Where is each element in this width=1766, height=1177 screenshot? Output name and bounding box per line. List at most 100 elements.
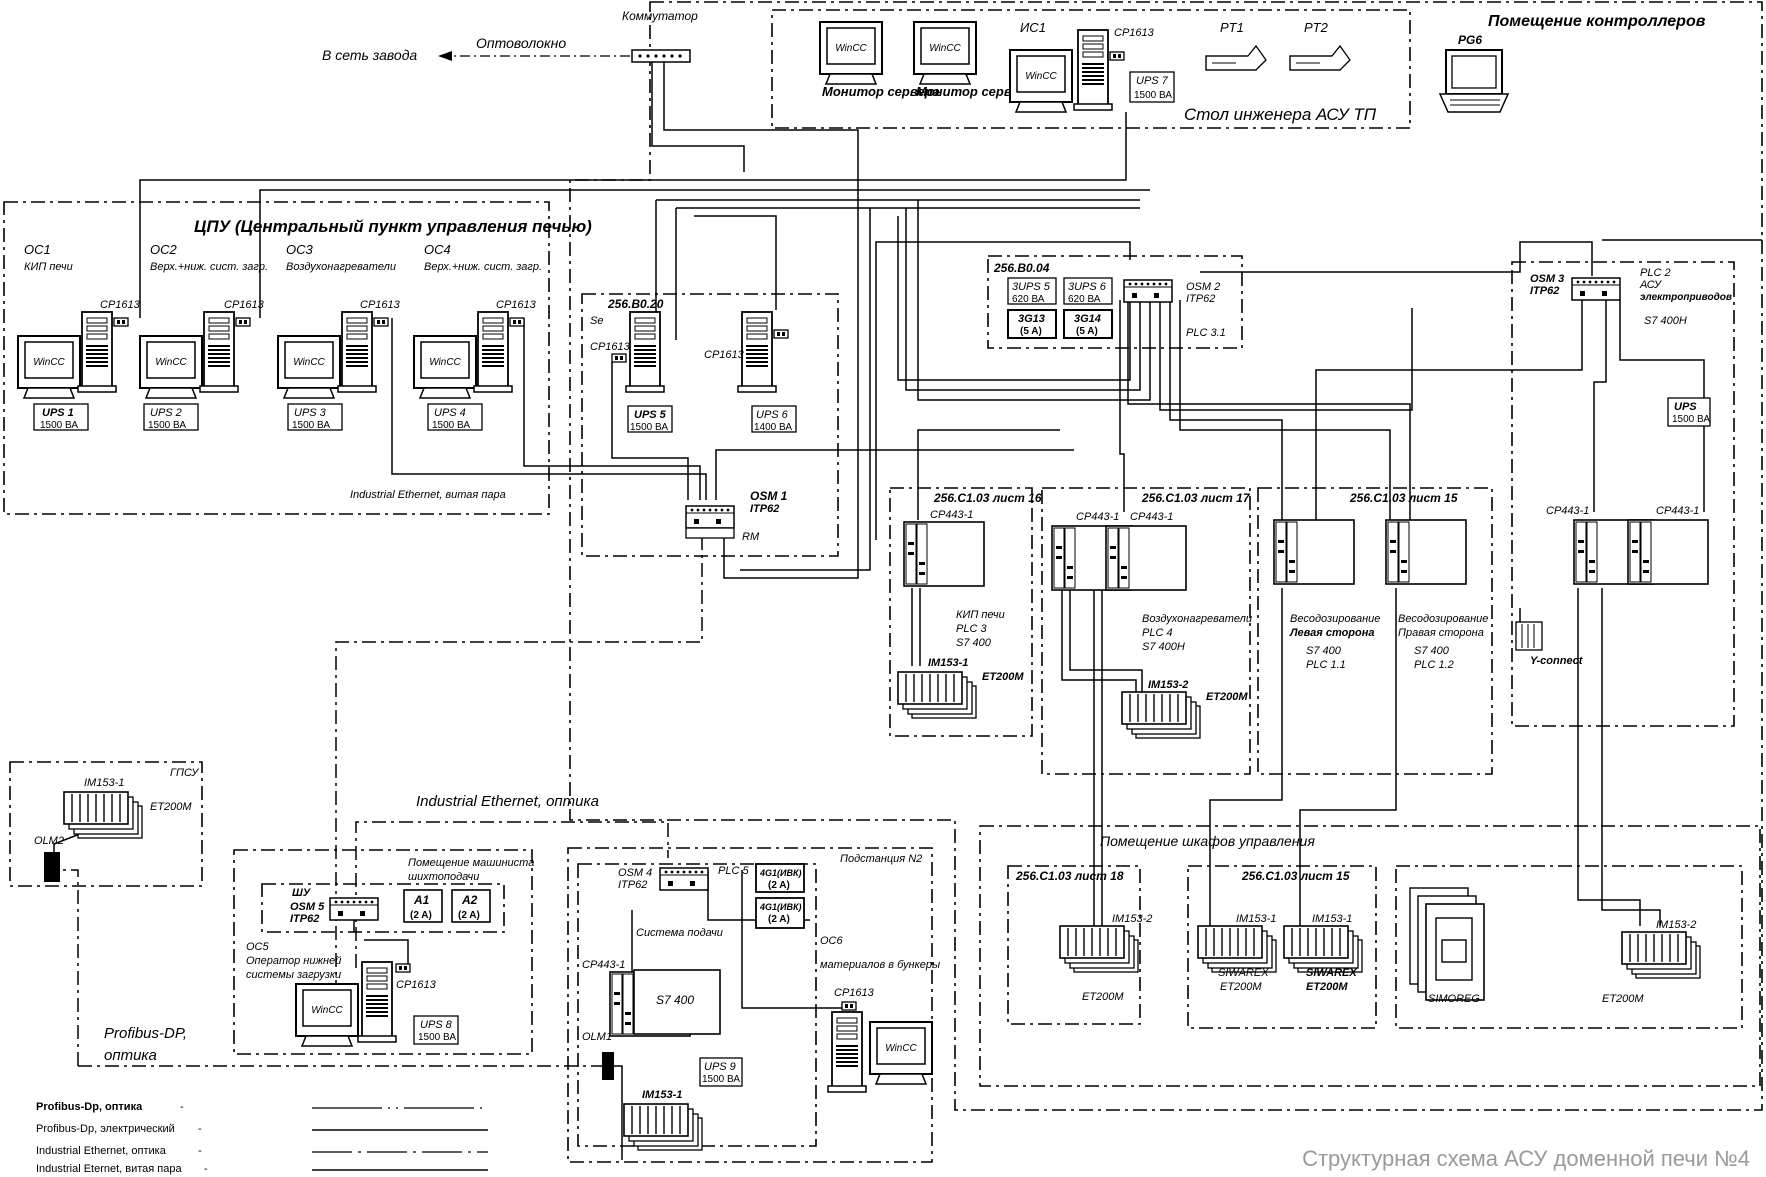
plc31-cabinet-boundary (987, 255, 1243, 349)
plc31-ups5-va: 620 ВА (1012, 294, 1045, 305)
simoreg-drive (1409, 887, 1485, 1001)
k1-a: (2 A) (768, 880, 790, 891)
ups6-va: 1400 ВА (754, 422, 792, 433)
simoreg-et: ET200M (1602, 993, 1644, 1005)
cpu-room-boundary (3, 201, 550, 515)
os3-cp: CP1613 (360, 299, 401, 311)
cab16-im: IM153-1 (928, 657, 968, 669)
cab15b-title: 256.С1.03 лист 15 (1241, 869, 1350, 883)
cab15b-et2: ET200M (1306, 981, 1348, 993)
cab15b-et200m-2 (1283, 925, 1363, 973)
svg-text:-: - (198, 1123, 202, 1135)
plc2-sub: электроприводов (1640, 292, 1732, 303)
plc2-cp-left: CP443-1 (1546, 505, 1589, 517)
substation-s7: S7 400 (656, 993, 694, 1007)
os5-label: ОС5 (246, 941, 270, 953)
svg-text:-: - (204, 1163, 208, 1175)
os6-label: ОС6 (820, 935, 844, 947)
ups3-va: 1500 ВА (292, 420, 330, 431)
osm5-label: OSM 5 (290, 901, 325, 913)
olm2-label: OLM2 (34, 835, 64, 847)
cab15-left1: Весодозирование (1290, 613, 1380, 625)
osm5-switch (329, 897, 379, 921)
ups9-label: UPS 9 (704, 1061, 736, 1073)
cab16-l1: КИП печи (956, 609, 1005, 621)
os4-sub: Верх.+ниж. сист. загр. (424, 261, 542, 273)
os6-monitor (869, 1021, 933, 1085)
olm1-label: OLM1 (582, 1031, 612, 1043)
plc31-label: PLC 3.1 (1186, 327, 1226, 339)
server-tower-1 (625, 311, 665, 393)
ups2-label: UPS 2 (150, 407, 182, 419)
osm4-type: ITP62 (618, 879, 647, 891)
cab17-l3: S7 400H (1142, 641, 1185, 653)
os5-cp: CP1613 (396, 979, 437, 991)
simoreg-et200m (1621, 931, 1701, 979)
cab16-l3: S7 400 (956, 637, 992, 649)
plc2-ups-va: 1500 ВА (1672, 414, 1710, 425)
is1-monitor (1009, 49, 1073, 113)
cab15b-boundary (1187, 865, 1377, 1029)
substation-title: Подстанция N2 (840, 853, 922, 865)
plant-net-label: В сеть завода (322, 47, 417, 63)
server-cp-right: CP1613 (704, 349, 745, 361)
simoreg-cabinet-boundary (1395, 865, 1743, 1029)
pt1-label: PT1 (1220, 20, 1244, 35)
server-card-2 (773, 329, 789, 339)
cab17-title: 256.С1.03 лист 17 (1141, 491, 1251, 505)
substation-et200m (623, 1103, 703, 1151)
cab15b-im1: IM153-1 (1236, 913, 1276, 925)
ups5-label: UPS 5 (634, 409, 667, 421)
plc31-title: 256.В0.04 (993, 261, 1050, 275)
cab16-et: ET200M (982, 671, 1024, 683)
os5-monitor (295, 983, 359, 1047)
olm2-module (44, 852, 60, 882)
cab16-et200m (897, 671, 977, 719)
cab15b-sw2: SIWAREX (1306, 967, 1357, 979)
ups4-label: UPS 4 (434, 407, 466, 419)
cab15-right2: Правая сторона (1398, 627, 1484, 639)
plc2-label: PLC 2 (1640, 267, 1671, 279)
plant-switch (631, 49, 691, 63)
svg-text:-: - (180, 1101, 184, 1113)
gpsu-et: ET200M (150, 801, 192, 813)
ups1-label: UPS 1 (42, 407, 74, 419)
plc31-ups5: 3UPS 5 (1012, 281, 1051, 293)
os3-label: ОС3 (286, 242, 314, 257)
printer-pt2 (1289, 45, 1351, 71)
switch-label: Коммутатор (622, 9, 698, 23)
is1-label: ИС1 (1020, 20, 1046, 35)
feed-label: Система подачи (636, 927, 723, 939)
plc2-acy: АСУ (1639, 279, 1662, 291)
osm1-rm: RM (742, 531, 760, 543)
ie-fiber-label: Industrial Ethernet, оптика (416, 793, 599, 810)
ups8-va: 1500 ВА (418, 1032, 456, 1043)
cab18-title: 256.С1.03 лист 18 (1015, 869, 1124, 883)
profibus-fiber-label-1: Profibus-DP, (104, 1025, 187, 1042)
os-stations: ОС1 КИП печи CP1613 UPS 1 1500 ВА ОС2 Ве… (17, 242, 542, 431)
server-cp-left: CP1613 (590, 341, 631, 353)
ups5-va: 1500 ВА (630, 422, 668, 433)
ups9-va: 1500 ВА (702, 1074, 740, 1085)
cab17-cp1: CP443-1 (1076, 511, 1119, 523)
os6-l: материалов в бункеры (820, 959, 940, 971)
cab15b-et200m-1 (1197, 925, 1277, 973)
cab15-right1: Весодозирование (1398, 613, 1488, 625)
pg-laptop (1438, 49, 1510, 113)
ups7-label: UPS 7 (1136, 75, 1169, 87)
optical-cables (58, 536, 703, 1067)
osm2-switch (1123, 279, 1173, 303)
engineer-desk-boundary (771, 9, 1411, 129)
osm1-switch (685, 505, 735, 529)
cab15-boundary (1257, 487, 1493, 775)
profibus-fiber-label-2: оптика (104, 1047, 157, 1064)
simoreg-im: IM153-2 (1656, 919, 1696, 931)
plc31-b3: 3G13 (1018, 313, 1045, 325)
cab16-cp: CP443-1 (930, 509, 973, 521)
gpsu-im: IM153-1 (84, 777, 124, 789)
cab17-cp2: CP443-1 (1130, 511, 1173, 523)
operator-shu-boundary (261, 883, 505, 933)
plc2-rack-2 (1627, 519, 1709, 585)
is1-cp-label: CP1613 (1114, 27, 1155, 39)
